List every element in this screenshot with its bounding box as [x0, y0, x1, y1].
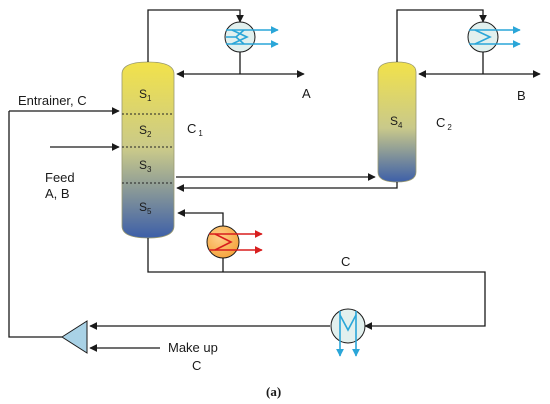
mixer-icon — [61, 320, 88, 354]
section-label-s3: S3 — [139, 158, 152, 174]
feed-label: Feed — [45, 170, 75, 185]
reboiler-loop — [177, 209, 224, 272]
section-label-s4: S4 — [390, 114, 403, 130]
section-label-s2: S2 — [139, 123, 152, 139]
section-label-s5: S5 — [139, 200, 152, 216]
entrainer-label: Entrainer, C — [18, 93, 87, 108]
recycle-c-label: C — [341, 254, 350, 269]
condenser-icon — [224, 21, 279, 53]
recycle-loop — [8, 111, 486, 352]
product-a-label: A — [302, 86, 311, 101]
feed-components-label: A, B — [45, 186, 70, 201]
figure-caption: (a) — [266, 384, 281, 399]
condenser-icon — [467, 21, 521, 53]
overhead-line-2 — [396, 9, 541, 78]
section-label-s1: S1 — [139, 87, 152, 103]
interconnect-lines — [176, 173, 398, 192]
cooler-icon — [330, 308, 366, 357]
overhead-line-1 — [147, 9, 305, 78]
makeup-component-label: C — [192, 358, 201, 373]
reboiler-icon — [206, 225, 263, 259]
product-b-label: B — [517, 88, 526, 103]
column-2 — [377, 61, 417, 183]
makeup-label: Make up — [168, 340, 218, 355]
column-1 — [121, 61, 175, 239]
